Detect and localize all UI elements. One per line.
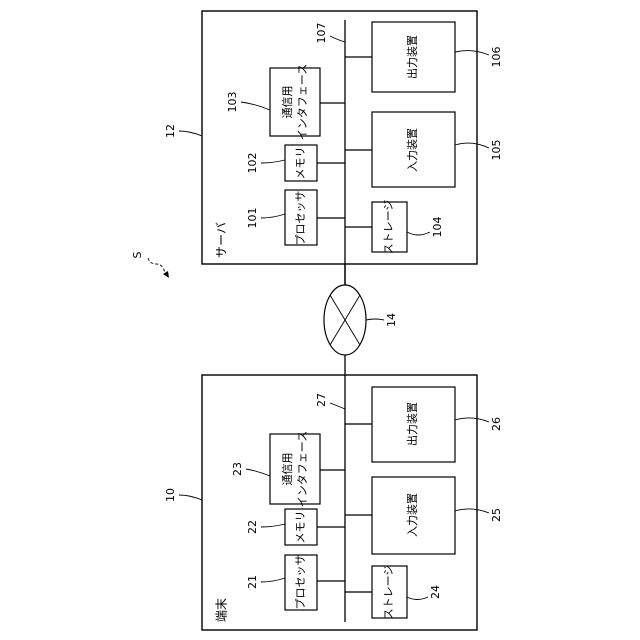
server-bus-ref: 107: [315, 23, 328, 44]
server-output-device-ref: 106: [490, 47, 503, 68]
server-storage-ref: 104: [431, 217, 444, 238]
terminal-ref: 10: [164, 488, 177, 502]
server-input-device-ref: 105: [490, 140, 503, 161]
network-ref-leader: [366, 319, 384, 320]
network-group: 14: [324, 264, 398, 375]
system-label-group: S: [131, 251, 169, 278]
server-comm-interface-box: [270, 68, 320, 136]
server-comm-interface-label-1: 通信用: [281, 86, 294, 119]
server-processor-label: プロセッサ: [294, 191, 307, 246]
terminal-title: 端末: [215, 598, 229, 622]
server-ref-leader: [179, 131, 202, 136]
terminal-processor-label: プロセッサ: [294, 555, 307, 610]
server-input-device-label: 入力装置: [406, 128, 419, 172]
terminal-comm-interface-box: [270, 434, 320, 504]
terminal-memory-label: メモリ: [294, 511, 307, 544]
terminal-output-device-label: 出力装置: [405, 402, 419, 446]
terminal-output-device-ref: 26: [490, 417, 503, 431]
server-ref: 12: [164, 124, 177, 138]
system-label: S: [131, 251, 144, 258]
server-title: サーバ: [215, 222, 229, 258]
terminal-comm-interface-label-1: 通信用: [281, 453, 294, 486]
network-ref: 14: [385, 313, 398, 327]
server-comm-interface-ref: 103: [226, 92, 239, 113]
server-output-device-label: 出力装置: [405, 35, 419, 79]
server-storage-label: ストレージ: [382, 200, 395, 255]
server-comm-interface-label-2: インタフェース: [296, 64, 309, 140]
terminal-input-device-label: 入力装置: [406, 493, 419, 537]
server-memory-label: メモリ: [294, 147, 307, 180]
terminal-input-device-ref: 25: [490, 508, 503, 522]
terminal-memory-ref: 22: [246, 520, 259, 534]
terminal-storage-label: ストレージ: [382, 565, 395, 620]
terminal-ref-leader: [179, 495, 202, 500]
terminal-processor-ref: 21: [246, 575, 259, 589]
terminal-comm-interface-ref: 23: [231, 462, 244, 476]
terminal-group: 端末 出力装置 入力装置 ストレージ 通信用 インタフェース メモリ プロセッサ…: [164, 375, 503, 630]
terminal-bus-ref: 27: [315, 393, 328, 407]
terminal-comm-interface-label-2: インタフェース: [296, 431, 309, 507]
server-memory-ref: 102: [246, 153, 259, 174]
terminal-storage-ref: 24: [429, 585, 442, 599]
server-processor-ref: 101: [246, 208, 259, 229]
system-label-arrowhead: [163, 271, 169, 278]
server-group: サーバ 出力装置 入力装置 ストレージ 通信用 インタフェース メモリ プロセッ…: [164, 11, 503, 290]
